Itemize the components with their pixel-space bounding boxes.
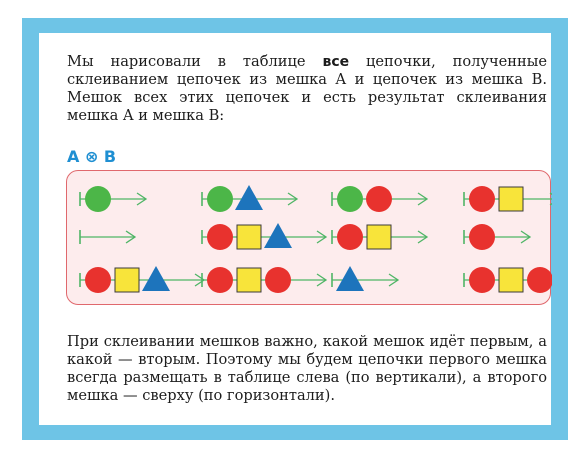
green-circle xyxy=(337,186,363,212)
chain-arrow-head xyxy=(316,230,328,244)
intro-text-start: Мы нарисовали в таблице xyxy=(67,53,323,70)
page-frame: Мы нарисовали в таблице все цепочки, пол… xyxy=(22,18,568,440)
chain xyxy=(79,186,148,212)
chain-arrow-head xyxy=(520,230,532,244)
yellow-square xyxy=(498,186,524,212)
chain-arrow-head xyxy=(136,192,148,206)
chain-arrow-head xyxy=(388,273,400,287)
red-circle xyxy=(207,224,233,250)
red-circle xyxy=(85,267,111,293)
red-circle xyxy=(366,186,392,212)
chain xyxy=(331,266,400,291)
intro-bold-word: все xyxy=(322,54,350,70)
yellow-square xyxy=(498,267,524,293)
yellow-square xyxy=(236,224,262,250)
chain xyxy=(463,267,552,293)
chain xyxy=(79,266,206,293)
chain xyxy=(463,224,532,250)
bag-product-heading: A ⊗ B xyxy=(67,147,117,166)
chain xyxy=(79,230,137,244)
yellow-square xyxy=(236,267,262,293)
chain xyxy=(331,186,429,212)
blue-triangle xyxy=(142,266,170,291)
red-circle xyxy=(469,186,495,212)
red-circle xyxy=(469,224,495,250)
chain-arrow-head xyxy=(417,192,429,206)
green-circle xyxy=(207,186,233,212)
chain-arrow-head xyxy=(125,230,137,244)
red-circle xyxy=(265,267,291,293)
chains-panel xyxy=(66,170,552,305)
chain xyxy=(463,186,552,212)
content-card: Мы нарисовали в таблице все цепочки, пол… xyxy=(39,33,552,425)
blue-triangle xyxy=(235,185,263,210)
intro-paragraph: Мы нарисовали в таблице все цепочки, пол… xyxy=(67,53,547,125)
chain xyxy=(331,224,429,250)
chain xyxy=(201,185,299,212)
chain-arrow-head xyxy=(316,273,328,287)
chains-drawing xyxy=(79,185,552,293)
explanation-paragraph: При склеивании мешков важно, какой мешок… xyxy=(67,333,547,404)
chain-arrow-head xyxy=(287,192,299,206)
yellow-square xyxy=(366,224,392,250)
chain xyxy=(201,267,328,293)
chain xyxy=(201,223,328,250)
red-circle xyxy=(337,224,363,250)
yellow-square xyxy=(114,267,140,293)
red-circle xyxy=(527,267,552,293)
blue-triangle xyxy=(336,266,364,291)
chain-arrow-head xyxy=(417,230,429,244)
blue-triangle xyxy=(264,223,292,248)
intro-text-end: цепочки, полученные склеиванием цепочек … xyxy=(67,53,548,124)
red-circle xyxy=(469,267,495,293)
red-circle xyxy=(207,267,233,293)
green-circle xyxy=(85,186,111,212)
